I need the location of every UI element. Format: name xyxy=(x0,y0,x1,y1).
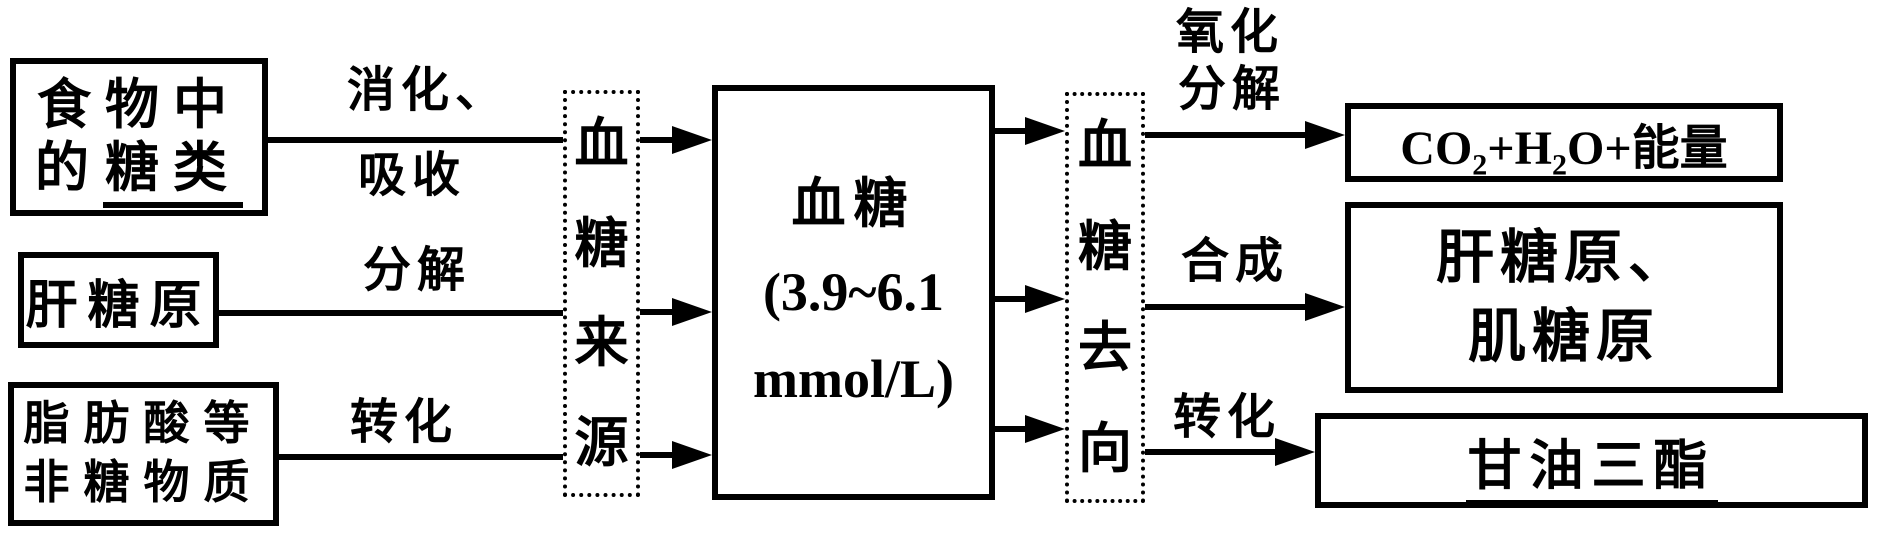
arrowhead xyxy=(1025,117,1065,145)
box-liver-muscle-glycogen: 肝糖原、 肌糖原 xyxy=(1345,202,1783,393)
label-digestion: 消化、 xyxy=(347,64,510,117)
box-food-sugars-line2: 的糖类 xyxy=(35,137,243,208)
label-synthesis: 合成 xyxy=(1181,235,1290,288)
arrowhead xyxy=(1305,121,1345,149)
box-blood-glucose: 血糖 (3.9~6.1 mmol/L) xyxy=(712,85,995,500)
destinations-char-4: 向 xyxy=(1078,418,1132,479)
line-nonsugar-to-sources xyxy=(277,454,563,460)
arrow-shaft xyxy=(1145,132,1311,138)
co2-h2o-energy-text: CO2+H2O+能量 xyxy=(1400,108,1728,182)
label-decomposition: 分解 xyxy=(363,244,472,297)
arrowhead xyxy=(1305,293,1345,321)
arrowhead xyxy=(672,298,712,326)
sources-char-2: 糖 xyxy=(574,213,629,274)
arrow-glucose-to-destinations-1 xyxy=(995,117,1065,145)
label-conversion-left: 转化 xyxy=(350,396,459,449)
arrow-shaft xyxy=(995,296,1031,302)
energy-part-5: O+能量 xyxy=(1566,121,1728,175)
arrow-shaft xyxy=(995,426,1031,432)
group-blood-glucose-destinations: 血 糖 去 向 xyxy=(1065,92,1145,503)
triglyceride-label: 甘油三酯 xyxy=(1465,436,1718,506)
arrowhead xyxy=(1025,285,1065,313)
blood-glucose-unit: mmol/L) xyxy=(753,349,954,410)
sources-char-3: 来 xyxy=(574,313,629,374)
arrowhead xyxy=(672,126,712,154)
energy-part-2-subscript: 2 xyxy=(1472,148,1488,182)
box-non-sugar-line1: 脂肪酸等 xyxy=(23,398,264,450)
sources-char-4: 源 xyxy=(574,413,629,474)
label-conversion-right: 转化 xyxy=(1173,391,1282,444)
blood-glucose-range: (3.9~6.1 xyxy=(762,261,945,322)
box-food-sugars: 食物中 的糖类 xyxy=(10,58,268,216)
label-absorption: 吸收 xyxy=(358,149,467,202)
energy-part-3: +H xyxy=(1487,121,1552,175)
box-non-sugar-substances: 脂肪酸等 非糖物质 xyxy=(8,382,279,526)
arrow-shaft xyxy=(1145,304,1311,310)
label-oxidation-line2: 分解 xyxy=(1178,63,1287,116)
arrow-glucose-to-destinations-2 xyxy=(995,285,1065,313)
destinations-char-1: 血 xyxy=(1078,116,1132,177)
box-co2-h2o-energy: CO2+H2O+能量 xyxy=(1345,103,1783,182)
energy-part-4-subscript: 2 xyxy=(1551,148,1567,182)
arrowhead xyxy=(672,441,712,469)
destinations-char-2: 糖 xyxy=(1078,217,1132,278)
arrow-destinations-to-glycogen xyxy=(1145,293,1345,321)
box-triglyceride: 甘油三酯 xyxy=(1315,413,1868,508)
arrow-shaft xyxy=(640,137,678,143)
box-non-sugar-line2: 非糖物质 xyxy=(23,457,264,508)
group-blood-glucose-sources: 血 糖 来 源 xyxy=(563,90,640,497)
arrow-sources-to-glucose-3 xyxy=(640,441,712,469)
box-liver-glycogen: 肝糖原 xyxy=(18,252,219,348)
arrow-shaft xyxy=(640,309,678,315)
label-oxidation-line1: 氧化 xyxy=(1176,6,1285,59)
arrow-glucose-to-destinations-3 xyxy=(995,415,1065,443)
arrow-sources-to-glucose-1 xyxy=(640,126,712,154)
arrow-destinations-to-energy xyxy=(1145,121,1345,149)
arrow-sources-to-glucose-2 xyxy=(640,298,712,326)
liver-muscle-glycogen-line2: 肌糖原 xyxy=(1467,303,1660,369)
liver-muscle-glycogen-line1: 肝糖原、 xyxy=(1435,225,1692,291)
arrow-shaft xyxy=(1145,449,1281,455)
energy-part-1: CO xyxy=(1400,121,1473,175)
arrow-shaft xyxy=(995,128,1031,134)
box-liver-glycogen-label: 肝糖原 xyxy=(25,277,212,335)
line-liverglycogen-to-sources xyxy=(218,310,563,316)
box-food-sugars-line1: 食物中 xyxy=(37,74,241,135)
arrow-shaft xyxy=(640,452,678,458)
destinations-char-3: 去 xyxy=(1078,317,1132,378)
box-food-sugars-line2-underlined: 糖类 xyxy=(103,138,243,208)
blood-glucose-title: 血糖 xyxy=(791,174,916,235)
line-food-to-sources xyxy=(267,137,563,143)
sources-char-1: 血 xyxy=(574,113,629,174)
arrow-destinations-to-triglyceride xyxy=(1145,438,1315,466)
arrowhead xyxy=(1275,438,1315,466)
box-food-sugars-line2-prefix: 的 xyxy=(35,138,103,198)
arrowhead xyxy=(1025,415,1065,443)
